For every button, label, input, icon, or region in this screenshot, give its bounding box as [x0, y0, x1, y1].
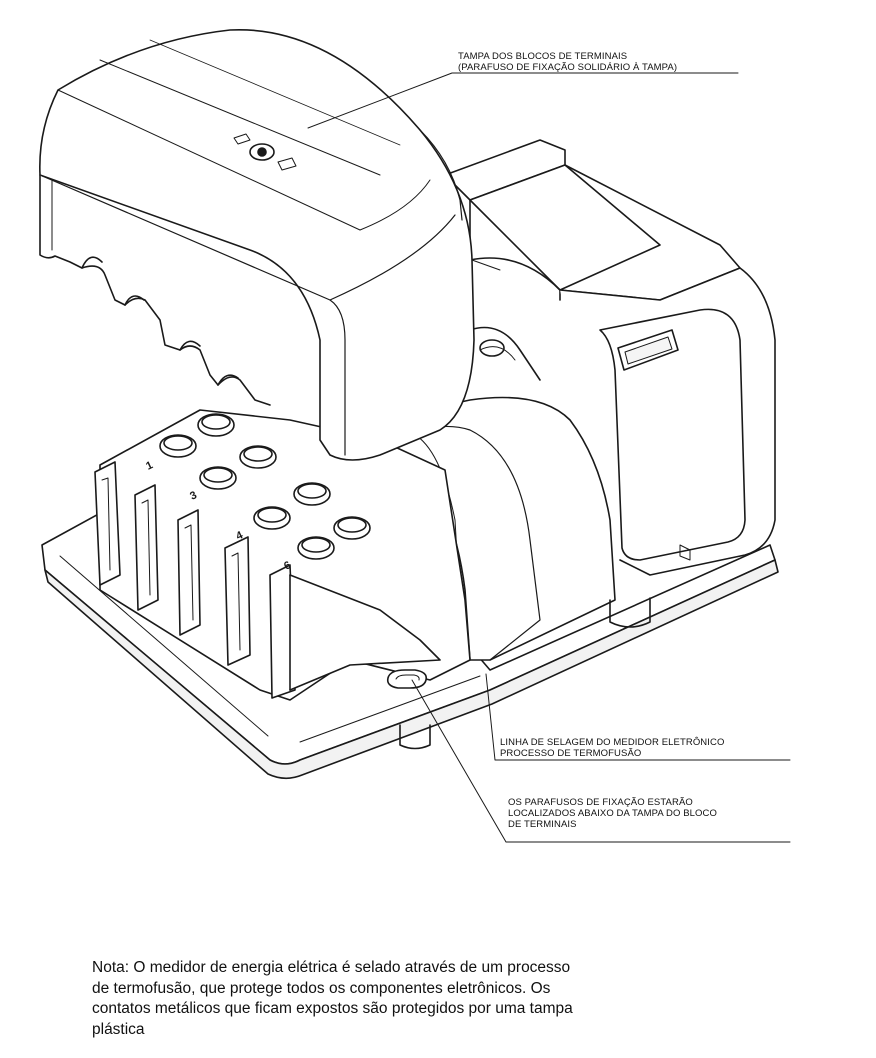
mounting-slot — [386, 669, 428, 689]
terminal-number: 3 — [188, 489, 199, 502]
display-window — [617, 329, 679, 371]
terminal-number: 1 — [144, 459, 155, 472]
terminal-cover — [39, 29, 501, 461]
note-line1: Nota: O medidor de energia elétrica é se… — [92, 959, 571, 976]
screws-callout: OS PARAFUSOS DE FIXAÇÃO ESTARÃO LOCALIZA… — [508, 797, 717, 830]
seal-line-callout: LINHA DE SELAGEM DO MEDIDOR ELETRÔNICO P… — [500, 737, 724, 759]
terminal-number: 6 — [282, 559, 293, 572]
leader-lines — [307, 72, 791, 843]
cover-callout-line2: (PARAFUSO DE FIXAÇÃO SOLIDÁRIO À TAMPA) — [458, 62, 678, 73]
note-line4: plástica — [92, 1020, 145, 1038]
cover-callout-line1: TAMPA DOS BLOCOS DE TERMINAIS — [458, 51, 628, 62]
note-text: Nota: O medidor de energia elétrica é se… — [92, 958, 732, 1040]
screws-callout-line1: OS PARAFUSOS DE FIXAÇÃO ESTARÃO — [508, 797, 693, 808]
cover-fixing-screw — [233, 133, 297, 171]
seal-callout-line2: PROCESSO DE TERMOFUSÃO — [500, 748, 642, 759]
note-line2: de termofusão, que protege todos os comp… — [92, 979, 551, 997]
cover-callout: TAMPA DOS BLOCOS DE TERMINAIS (PARAFUSO … — [458, 51, 677, 73]
screws-callout-line3: DE TERMINAIS — [508, 819, 577, 830]
terminal-screws — [159, 413, 371, 560]
screws-callout-line2: LOCALIZADOS ABAIXO DA TAMPA DO BLOCO — [508, 808, 717, 819]
note-line3: contatos metálicos que ficam expostos sã… — [92, 1000, 573, 1017]
seal-callout-line1: LINHA DE SELAGEM DO MEDIDOR ELETRÔNICO — [500, 737, 725, 748]
terminal-block — [94, 409, 471, 701]
terminal-number: 4 — [234, 529, 245, 543]
